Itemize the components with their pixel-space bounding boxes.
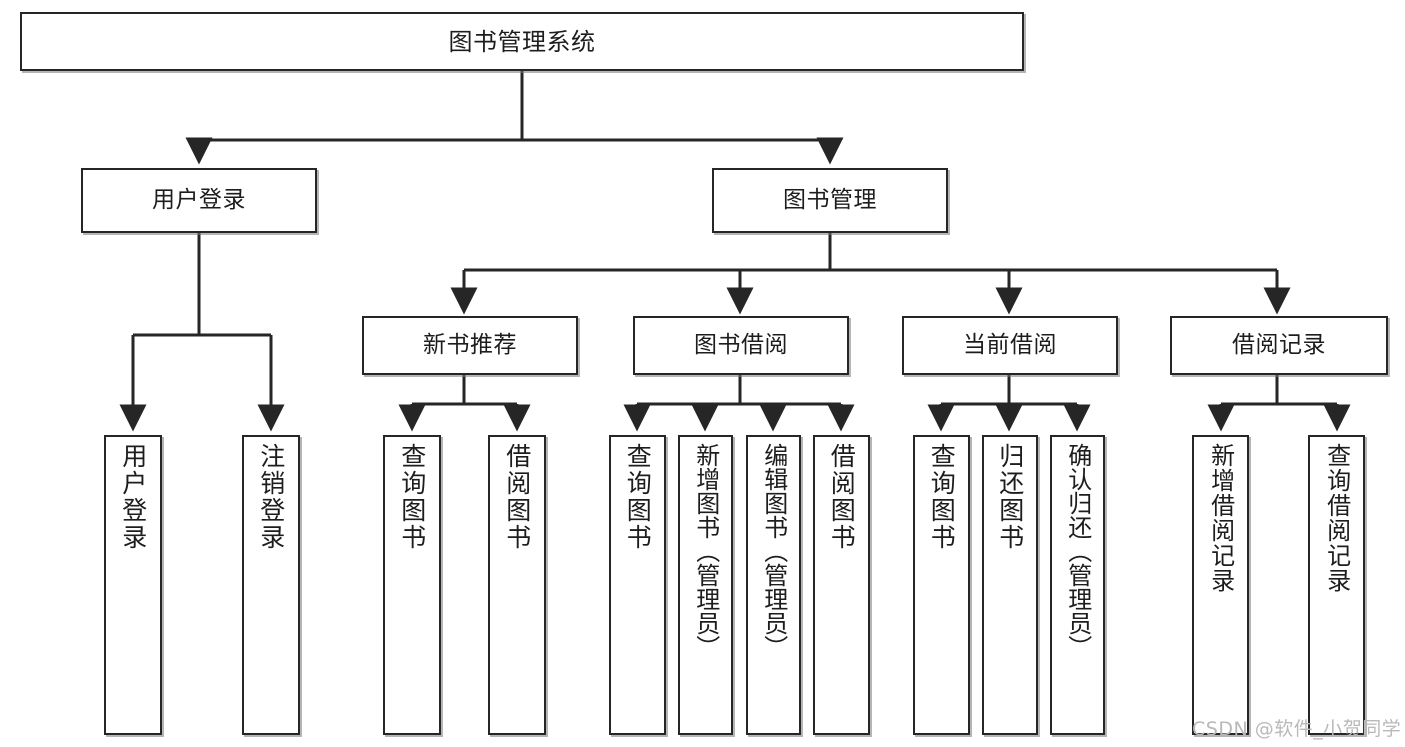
leaf-current-borrow-query-book[interactable]: 查询图书 <box>913 435 970 735</box>
node-label: 用户登录 <box>118 443 148 551</box>
node-label: 查询图书 <box>927 443 957 551</box>
leaf-book-borrow-add-book[interactable]: 新增图书（管理员） <box>678 435 733 735</box>
node-label: 图书管理系统 <box>448 27 596 56</box>
node-label: 确认归还（管理员） <box>1063 443 1092 659</box>
node-borrow-record[interactable]: 借阅记录 <box>1170 316 1388 375</box>
node-book-manage[interactable]: 图书管理 <box>712 168 948 233</box>
node-book-borrow[interactable]: 图书借阅 <box>633 316 849 375</box>
leaf-current-borrow-return-book[interactable]: 归还图书 <box>982 435 1038 735</box>
node-label: 图书借阅 <box>694 332 788 358</box>
node-label: 查询借阅记录 <box>1322 443 1351 593</box>
node-current-borrow[interactable]: 当前借阅 <box>902 316 1118 375</box>
leaf-user-login-logout[interactable]: 注销登录 <box>242 435 300 735</box>
node-label: 新书推荐 <box>423 332 517 358</box>
node-label: 图书管理 <box>783 187 877 213</box>
node-label: 借阅记录 <box>1232 332 1326 358</box>
leaf-new-book-query-book[interactable]: 查询图书 <box>383 435 441 735</box>
leaf-new-book-borrow-book[interactable]: 借阅图书 <box>488 435 546 735</box>
node-new-book-recommend[interactable]: 新书推荐 <box>362 316 578 375</box>
leaf-book-borrow-edit-book[interactable]: 编辑图书（管理员） <box>746 435 801 735</box>
node-label: 查询图书 <box>397 443 427 551</box>
node-label: 借阅图书 <box>502 443 532 551</box>
csdn-watermark: CSDN @软件_小贺同学 <box>1192 718 1402 740</box>
node-label: 当前借阅 <box>963 332 1057 358</box>
leaf-current-borrow-confirm-return[interactable]: 确认归还（管理员） <box>1050 435 1105 735</box>
node-label: 用户登录 <box>152 187 246 213</box>
leaf-borrow-record-query-record[interactable]: 查询借阅记录 <box>1308 435 1365 735</box>
node-label: 注销登录 <box>256 443 286 551</box>
node-label: 查询图书 <box>623 443 653 551</box>
node-label: 借阅图书 <box>827 443 857 551</box>
leaf-book-borrow-query-book[interactable]: 查询图书 <box>609 435 666 735</box>
node-label: 新增借阅记录 <box>1206 443 1235 593</box>
node-user-login[interactable]: 用户登录 <box>81 168 317 233</box>
node-label: 新增图书（管理员） <box>691 443 720 659</box>
node-label: 编辑图书（管理员） <box>759 443 788 659</box>
node-root-system[interactable]: 图书管理系统 <box>20 12 1024 71</box>
node-label: 归还图书 <box>995 443 1025 551</box>
leaf-borrow-record-add-record[interactable]: 新增借阅记录 <box>1192 435 1249 735</box>
leaf-book-borrow-borrow-book[interactable]: 借阅图书 <box>813 435 870 735</box>
leaf-user-login-login[interactable]: 用户登录 <box>104 435 162 735</box>
